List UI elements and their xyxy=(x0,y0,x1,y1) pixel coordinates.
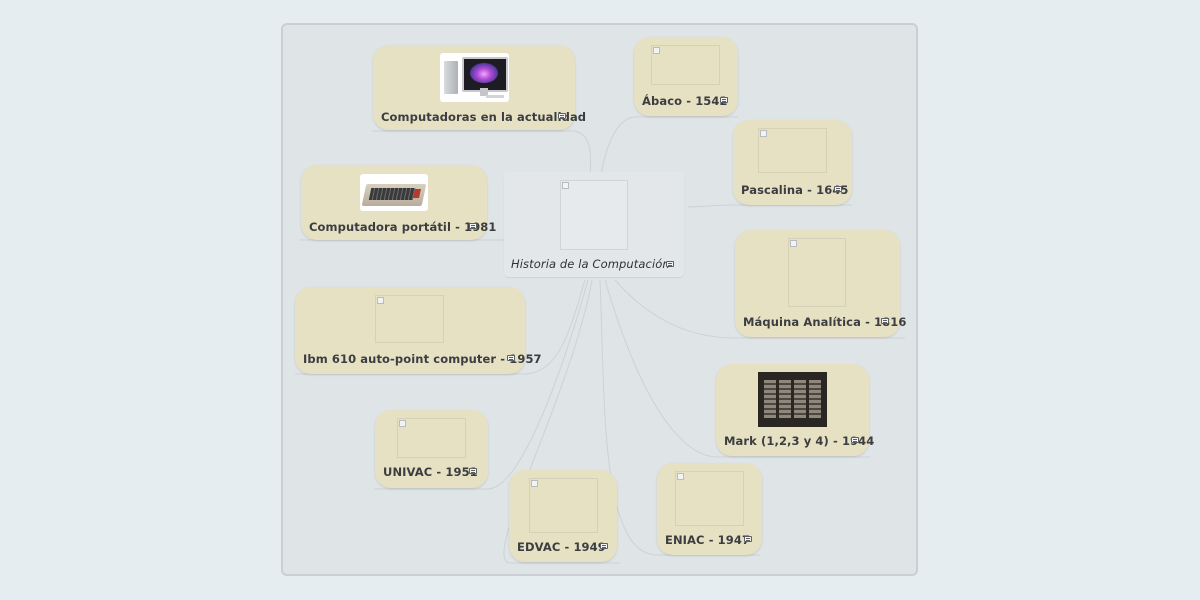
topic-computadoras-actualidad[interactable]: Computadoras en la actualidad xyxy=(373,45,586,130)
broken-image-icon xyxy=(653,47,660,54)
root-image xyxy=(560,180,628,250)
topic-computadora-portatil[interactable]: Computadora portátil - 1981 xyxy=(301,165,496,240)
topic-image xyxy=(788,238,846,307)
topic-edvac[interactable]: EDVAC - 1949 xyxy=(509,470,617,562)
topic-ibm-610[interactable]: Ibm 610 auto-point computer - 1957 xyxy=(295,287,542,374)
note-icon[interactable] xyxy=(851,437,859,443)
topic-pascalina[interactable]: Pascalina - 1645 xyxy=(733,120,852,205)
topic-univac[interactable]: UNIVAC - 1951 xyxy=(375,410,488,488)
topic-image xyxy=(529,478,598,533)
broken-image-icon xyxy=(399,420,406,427)
note-icon[interactable] xyxy=(469,468,477,474)
topic-eniac[interactable]: ENIAC - 1947 xyxy=(657,463,762,555)
topic-maquina-analitica[interactable]: Máquina Analítica - 1816 xyxy=(735,230,906,337)
topic-label: ENIAC - 1947 xyxy=(665,533,751,547)
topic-label: Pascalina - 1645 xyxy=(741,183,849,197)
topic-image xyxy=(651,45,720,85)
topic-image xyxy=(397,418,466,458)
note-icon[interactable] xyxy=(744,536,752,542)
topic-abaco[interactable]: Ábaco - 1542 xyxy=(634,37,738,116)
imac-computer-image xyxy=(440,53,509,102)
broken-image-icon xyxy=(790,240,797,247)
topic-label: Computadoras en la actualidad xyxy=(381,110,587,124)
note-icon[interactable] xyxy=(834,186,842,192)
note-icon[interactable] xyxy=(666,261,674,267)
topic-image xyxy=(675,471,744,526)
note-icon[interactable] xyxy=(720,97,728,103)
root-label: Historia de la Computación xyxy=(511,257,670,271)
topic-image xyxy=(758,128,827,173)
note-icon[interactable] xyxy=(600,543,608,549)
topic-label: Máquina Analítica - 1816 xyxy=(743,315,907,329)
topic-label: UNIVAC - 1951 xyxy=(383,465,478,479)
root-node[interactable]: Historia de la Computación xyxy=(504,172,684,277)
note-icon[interactable] xyxy=(881,318,889,324)
topic-label: Computadora portátil - 1981 xyxy=(309,220,497,234)
broken-image-icon xyxy=(677,473,684,480)
topic-label: Ibm 610 auto-point computer - 1957 xyxy=(303,352,542,366)
topic-label: EDVAC - 1949 xyxy=(517,540,606,554)
broken-image-icon xyxy=(377,297,384,304)
note-icon[interactable] xyxy=(469,223,477,229)
topic-label: Mark (1,2,3 y 4) - 1944 xyxy=(724,434,875,448)
note-icon[interactable] xyxy=(507,355,515,361)
note-icon[interactable] xyxy=(558,113,566,119)
broken-image-icon xyxy=(531,480,538,487)
topic-mark[interactable]: Mark (1,2,3 y 4) - 1944 xyxy=(716,364,874,456)
portable-computer-image xyxy=(360,174,428,211)
broken-image-icon xyxy=(562,182,569,189)
topic-label: Ábaco - 1542 xyxy=(642,94,728,108)
mark-computer-image xyxy=(758,372,827,427)
broken-image-icon xyxy=(760,130,767,137)
topic-image xyxy=(375,295,444,343)
